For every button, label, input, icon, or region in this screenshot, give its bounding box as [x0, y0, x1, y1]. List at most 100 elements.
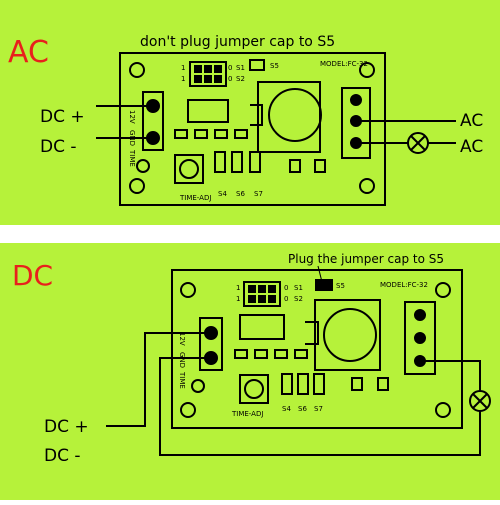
ac-panel-bg [0, 0, 500, 225]
ac-model-label: MODEL:FC-32 [320, 60, 368, 68]
dc-relay-board [171, 269, 463, 429]
ac-one-label: 1 [181, 64, 185, 72]
dc-smd [274, 349, 288, 359]
dc-jumper-pin [268, 285, 276, 293]
dc-smd [297, 373, 309, 395]
dc-time-pot [239, 374, 269, 404]
ac-ac-bottom-label: AC [460, 137, 483, 157]
ac-smd [214, 151, 226, 173]
dc-s5-label: S5 [336, 282, 345, 290]
screw-terminal-icon [350, 94, 362, 106]
ac-one-label: 1 [181, 75, 185, 83]
dc-dc-minus-label: DC - [44, 446, 81, 466]
dc-one-label: 1 [236, 295, 240, 303]
dc-one-label: 1 [236, 284, 240, 292]
ac-zero-label: 0 [228, 75, 232, 83]
lamp-icon-cross [472, 393, 488, 409]
dc-smd [377, 377, 389, 391]
potentiometer-icon [244, 379, 264, 399]
dc-jumper-pin [248, 285, 256, 293]
ac-smd [314, 159, 326, 173]
dc-smd [313, 373, 325, 395]
ac-s5-jumper [249, 59, 265, 71]
ac-time-pot [174, 154, 204, 184]
dc-s7-label: S7 [314, 405, 323, 413]
dc-zero-label: 0 [284, 295, 288, 303]
ac-relay-board [119, 52, 386, 206]
dc-board-outline [171, 269, 463, 429]
dc-minus-wire [159, 357, 481, 456]
ac-time-label: TIME [128, 149, 136, 167]
dc-jumper-pin [268, 295, 276, 303]
potentiometer-icon [179, 159, 199, 179]
lamp-icon [469, 390, 491, 412]
ac-zero-label: 0 [228, 64, 232, 72]
ac-mount-hole [129, 62, 145, 78]
ac-input-terminal [142, 91, 164, 151]
ac-s5-label: S5 [270, 62, 279, 70]
dc-mount-hole [435, 282, 451, 298]
ac-smd [231, 151, 243, 173]
ac-12v-label: 12V [128, 110, 136, 124]
dc-output-terminal [404, 301, 436, 375]
dc-time-adj-label: TIME-ADJ [231, 410, 263, 418]
ac-jumper-pin [214, 65, 222, 73]
ac-caption: don't plug jumper cap to S5 [140, 34, 335, 50]
dc-labels: DC + DC - [44, 417, 89, 466]
dc-lamp-wire [420, 360, 481, 391]
relay-coil-icon [268, 88, 322, 142]
ac-s2-label: S2 [236, 75, 245, 83]
dc-smd [254, 349, 268, 359]
ac-capacitor [136, 159, 150, 173]
dc-input-terminal [199, 317, 223, 371]
dc-caption: Plug the jumper cap to S5 [288, 252, 444, 266]
dc-ic-chip [239, 314, 285, 340]
dc-jumper-header [243, 281, 281, 307]
dc-s4-label: S4 [282, 405, 291, 413]
ac-dc-plus-label: DC + [40, 107, 85, 127]
ac-time-adj-label: TIME-ADJ [179, 194, 211, 202]
ac-labels: DC + DC - AC AC [40, 107, 483, 157]
ac-panel: AC don't plug jumper cap to S5 [0, 0, 500, 225]
ac-jumper-pin [194, 65, 202, 73]
ac-smd [249, 151, 261, 173]
dc-jumper-pin [258, 285, 266, 293]
dc-jumper-pin [258, 295, 266, 303]
dc-gnd-label: GND [178, 352, 186, 368]
dc-relay-body [314, 299, 381, 371]
ac-s7-label: S7 [254, 190, 263, 198]
ac-jumper-header [189, 61, 227, 87]
dc-capacitor [191, 379, 205, 393]
dc-s6-label: S6 [298, 405, 307, 413]
dc-board-text: MODEL:FC-32 S5 S1 S2 0 0 1 1 S4 S6 S7 TI… [178, 281, 428, 418]
lamp-icon-cross [410, 135, 426, 151]
ac-output-terminal [341, 87, 371, 159]
dc-dc-plus-label: DC + [44, 417, 89, 437]
dc-relay-pins [305, 321, 319, 345]
ac-s6-label: S6 [236, 190, 245, 198]
ac-jumper-pin [194, 75, 202, 83]
ac-mount-hole [359, 62, 375, 78]
dc-title: DC [12, 259, 53, 292]
dc-wiring [106, 332, 491, 456]
ac-board-outline [119, 52, 386, 206]
dc-zero-label: 0 [284, 284, 288, 292]
ac-relay-pins [250, 104, 263, 126]
dc-model-label: MODEL:FC-32 [380, 281, 428, 289]
ac-jumper-pin [204, 65, 212, 73]
dc-smd [234, 349, 248, 359]
screw-terminal-icon [414, 332, 426, 344]
ac-jumper-pin [204, 75, 212, 83]
ac-s4-label: S4 [218, 190, 227, 198]
lamp-icon [407, 132, 429, 154]
ac-smd [214, 129, 228, 139]
ac-ic-chip [187, 99, 229, 123]
ac-title: AC [8, 35, 49, 70]
dc-mount-hole [180, 282, 196, 298]
ac-smd [174, 129, 188, 139]
dc-mount-hole [435, 402, 451, 418]
ac-s1-label: S1 [236, 64, 245, 72]
relay-coil-icon [323, 308, 377, 362]
